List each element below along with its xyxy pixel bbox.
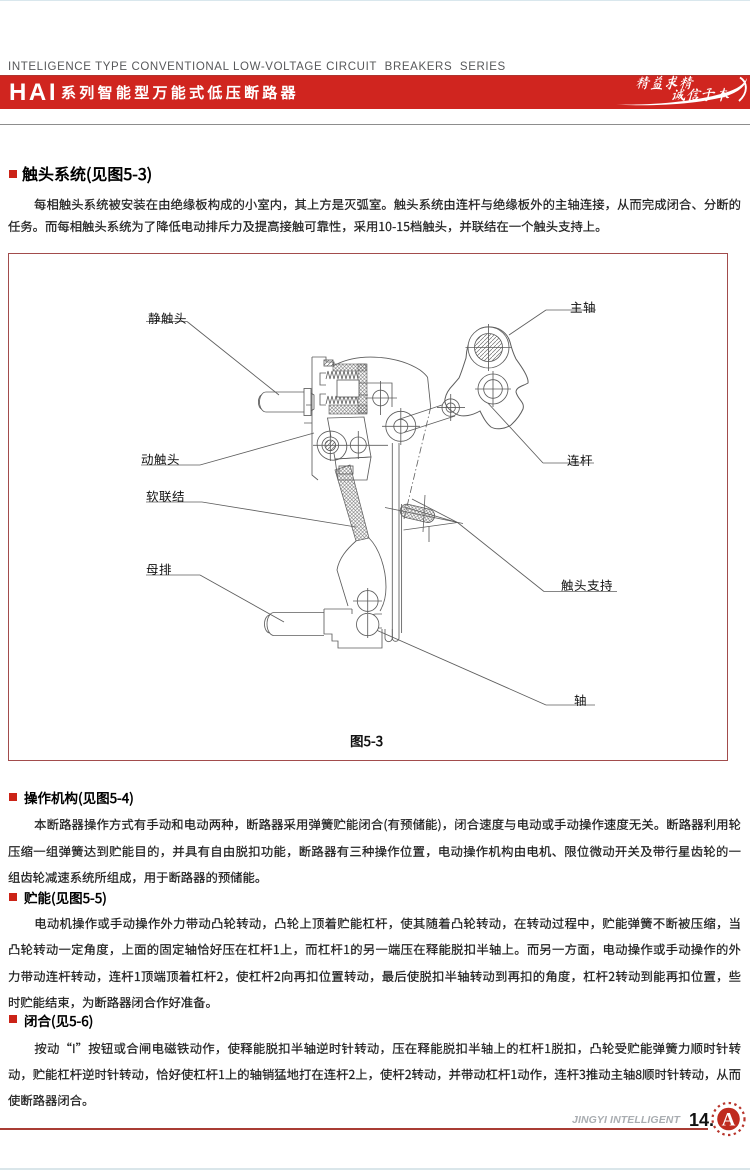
- svg-text:A: A: [722, 1110, 736, 1131]
